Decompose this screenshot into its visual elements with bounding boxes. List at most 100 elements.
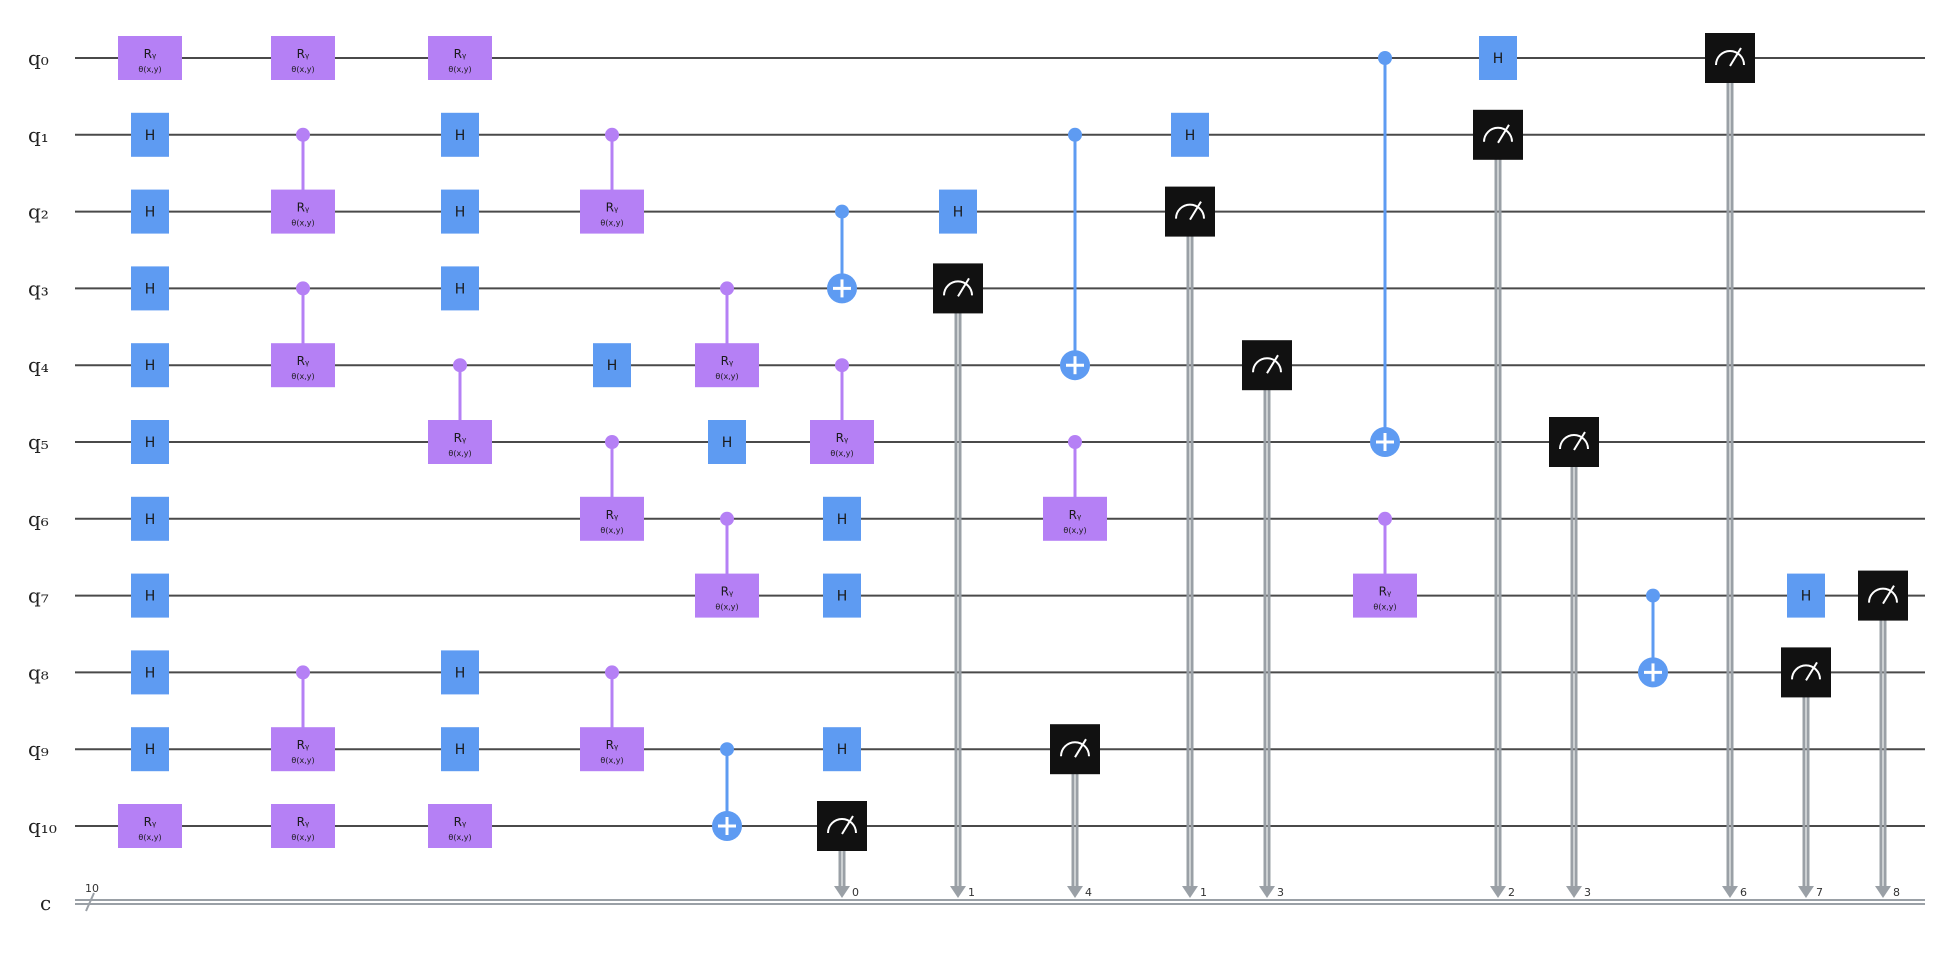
ry-gate-label: Rᵧ bbox=[297, 815, 310, 829]
ry-gate-param: θ(x,y) bbox=[600, 756, 623, 765]
measure-arrow bbox=[1067, 886, 1083, 898]
measure-arrow bbox=[1259, 886, 1275, 898]
h-gate bbox=[131, 343, 169, 388]
h-gate bbox=[823, 496, 861, 541]
h-gate bbox=[131, 112, 169, 157]
h-gate-label: H bbox=[145, 665, 156, 681]
ry-gate-param: θ(x,y) bbox=[138, 65, 161, 74]
ry-gate bbox=[271, 804, 335, 848]
ry-gate-param: θ(x,y) bbox=[291, 219, 314, 228]
ry-gate-label: Rᵧ bbox=[1379, 585, 1392, 599]
h-gate-label: H bbox=[837, 589, 848, 605]
meter-needle-icon bbox=[957, 277, 970, 297]
measure-arrow bbox=[1182, 886, 1198, 898]
h-gate bbox=[131, 266, 169, 311]
ry-gate-param: θ(x,y) bbox=[715, 372, 738, 381]
ry-gate bbox=[695, 343, 759, 388]
ry-gate-label: Rᵧ bbox=[606, 201, 619, 215]
ry-gate bbox=[428, 804, 492, 848]
control-dot bbox=[835, 204, 849, 219]
meter-icon bbox=[943, 280, 973, 296]
ry-gate-param: θ(x,y) bbox=[448, 833, 471, 842]
measure-gate bbox=[1781, 647, 1831, 698]
h-gate bbox=[131, 573, 169, 618]
ry-gate bbox=[271, 343, 335, 388]
ry-gate-param: θ(x,y) bbox=[600, 219, 623, 228]
meter-needle-icon bbox=[1573, 431, 1586, 451]
ry-gate-label: Rᵧ bbox=[721, 585, 734, 599]
measure-gate bbox=[1050, 724, 1100, 775]
meter-needle-icon bbox=[841, 815, 854, 835]
h-gate-label: H bbox=[722, 435, 733, 451]
ry-gate-label: Rᵧ bbox=[454, 47, 467, 61]
ry-gate-param: θ(x,y) bbox=[291, 372, 314, 381]
qubit-label: q₉ bbox=[28, 737, 49, 761]
control-dot bbox=[835, 358, 849, 373]
measure-bit-index: 2 bbox=[1508, 886, 1515, 899]
ry-gate bbox=[118, 804, 182, 848]
ry-gate-label: Rᵧ bbox=[606, 508, 619, 522]
ry-gate-label: Rᵧ bbox=[836, 431, 849, 445]
meter-icon bbox=[1715, 50, 1745, 66]
control-dot bbox=[1068, 127, 1082, 142]
h-gate-label: H bbox=[145, 358, 156, 374]
ry-gate-label: Rᵧ bbox=[1069, 508, 1082, 522]
ry-gate-param: θ(x,y) bbox=[715, 603, 738, 612]
h-gate-label: H bbox=[455, 205, 466, 221]
h-gate-label: H bbox=[455, 128, 466, 144]
h-gate bbox=[131, 189, 169, 234]
measure-arrow bbox=[1722, 886, 1738, 898]
h-gate-label: H bbox=[1493, 51, 1504, 67]
ry-gate-label: Rᵧ bbox=[297, 354, 310, 368]
ry-gate bbox=[271, 36, 335, 80]
qubit-label: q₀ bbox=[28, 46, 49, 70]
ry-gate bbox=[1043, 496, 1107, 541]
ry-gate-label: Rᵧ bbox=[721, 354, 734, 368]
meter-icon bbox=[1252, 357, 1282, 373]
qubit-wires bbox=[75, 57, 1925, 827]
measure-bit-index: 4 bbox=[1085, 886, 1092, 899]
measure-bit-index: 3 bbox=[1584, 886, 1591, 899]
h-gate-label: H bbox=[145, 435, 156, 451]
measure-gate bbox=[1165, 186, 1215, 237]
measure-bit-index: 0 bbox=[852, 886, 859, 899]
h-gate bbox=[823, 573, 861, 618]
qubit-label: q₆ bbox=[28, 507, 49, 531]
control-dot bbox=[605, 665, 619, 680]
measure-bit-index: 8 bbox=[1893, 886, 1900, 899]
ry-gate bbox=[428, 420, 492, 464]
measure-gate bbox=[1549, 417, 1599, 467]
measure-bit-index: 6 bbox=[1740, 886, 1747, 899]
measure-gate bbox=[1705, 33, 1755, 83]
meter-icon bbox=[1483, 126, 1513, 142]
measure-arrow bbox=[1566, 886, 1582, 898]
qubit-label: q₃ bbox=[28, 276, 49, 300]
h-gate bbox=[441, 266, 479, 311]
ry-gate-param: θ(x,y) bbox=[600, 526, 623, 535]
ry-gate bbox=[580, 189, 644, 234]
h-gate-label: H bbox=[145, 205, 156, 221]
h-gate-label: H bbox=[145, 589, 156, 605]
h-gate-label: H bbox=[1801, 589, 1812, 605]
ry-gate-label: Rᵧ bbox=[297, 201, 310, 215]
control-dot bbox=[605, 435, 619, 449]
h-gate bbox=[708, 420, 746, 464]
ry-gate bbox=[271, 727, 335, 772]
h-gate-label: H bbox=[607, 358, 618, 374]
ry-gate-label: Rᵧ bbox=[454, 431, 467, 445]
meter-icon bbox=[1868, 587, 1898, 603]
h-gate bbox=[131, 420, 169, 464]
h-gate-label: H bbox=[837, 742, 848, 758]
h-gate-label: H bbox=[145, 512, 156, 528]
h-gate bbox=[441, 112, 479, 157]
h-gate bbox=[1171, 112, 1209, 157]
measure-gate bbox=[1242, 340, 1292, 391]
ry-gate-param: θ(x,y) bbox=[291, 833, 314, 842]
control-dot bbox=[453, 358, 467, 373]
h-gate-label: H bbox=[145, 128, 156, 144]
ry-gate-param: θ(x,y) bbox=[1373, 603, 1396, 612]
ry-gate bbox=[695, 573, 759, 618]
meter-icon bbox=[1175, 203, 1205, 219]
ry-gate-param: θ(x,y) bbox=[448, 65, 471, 74]
